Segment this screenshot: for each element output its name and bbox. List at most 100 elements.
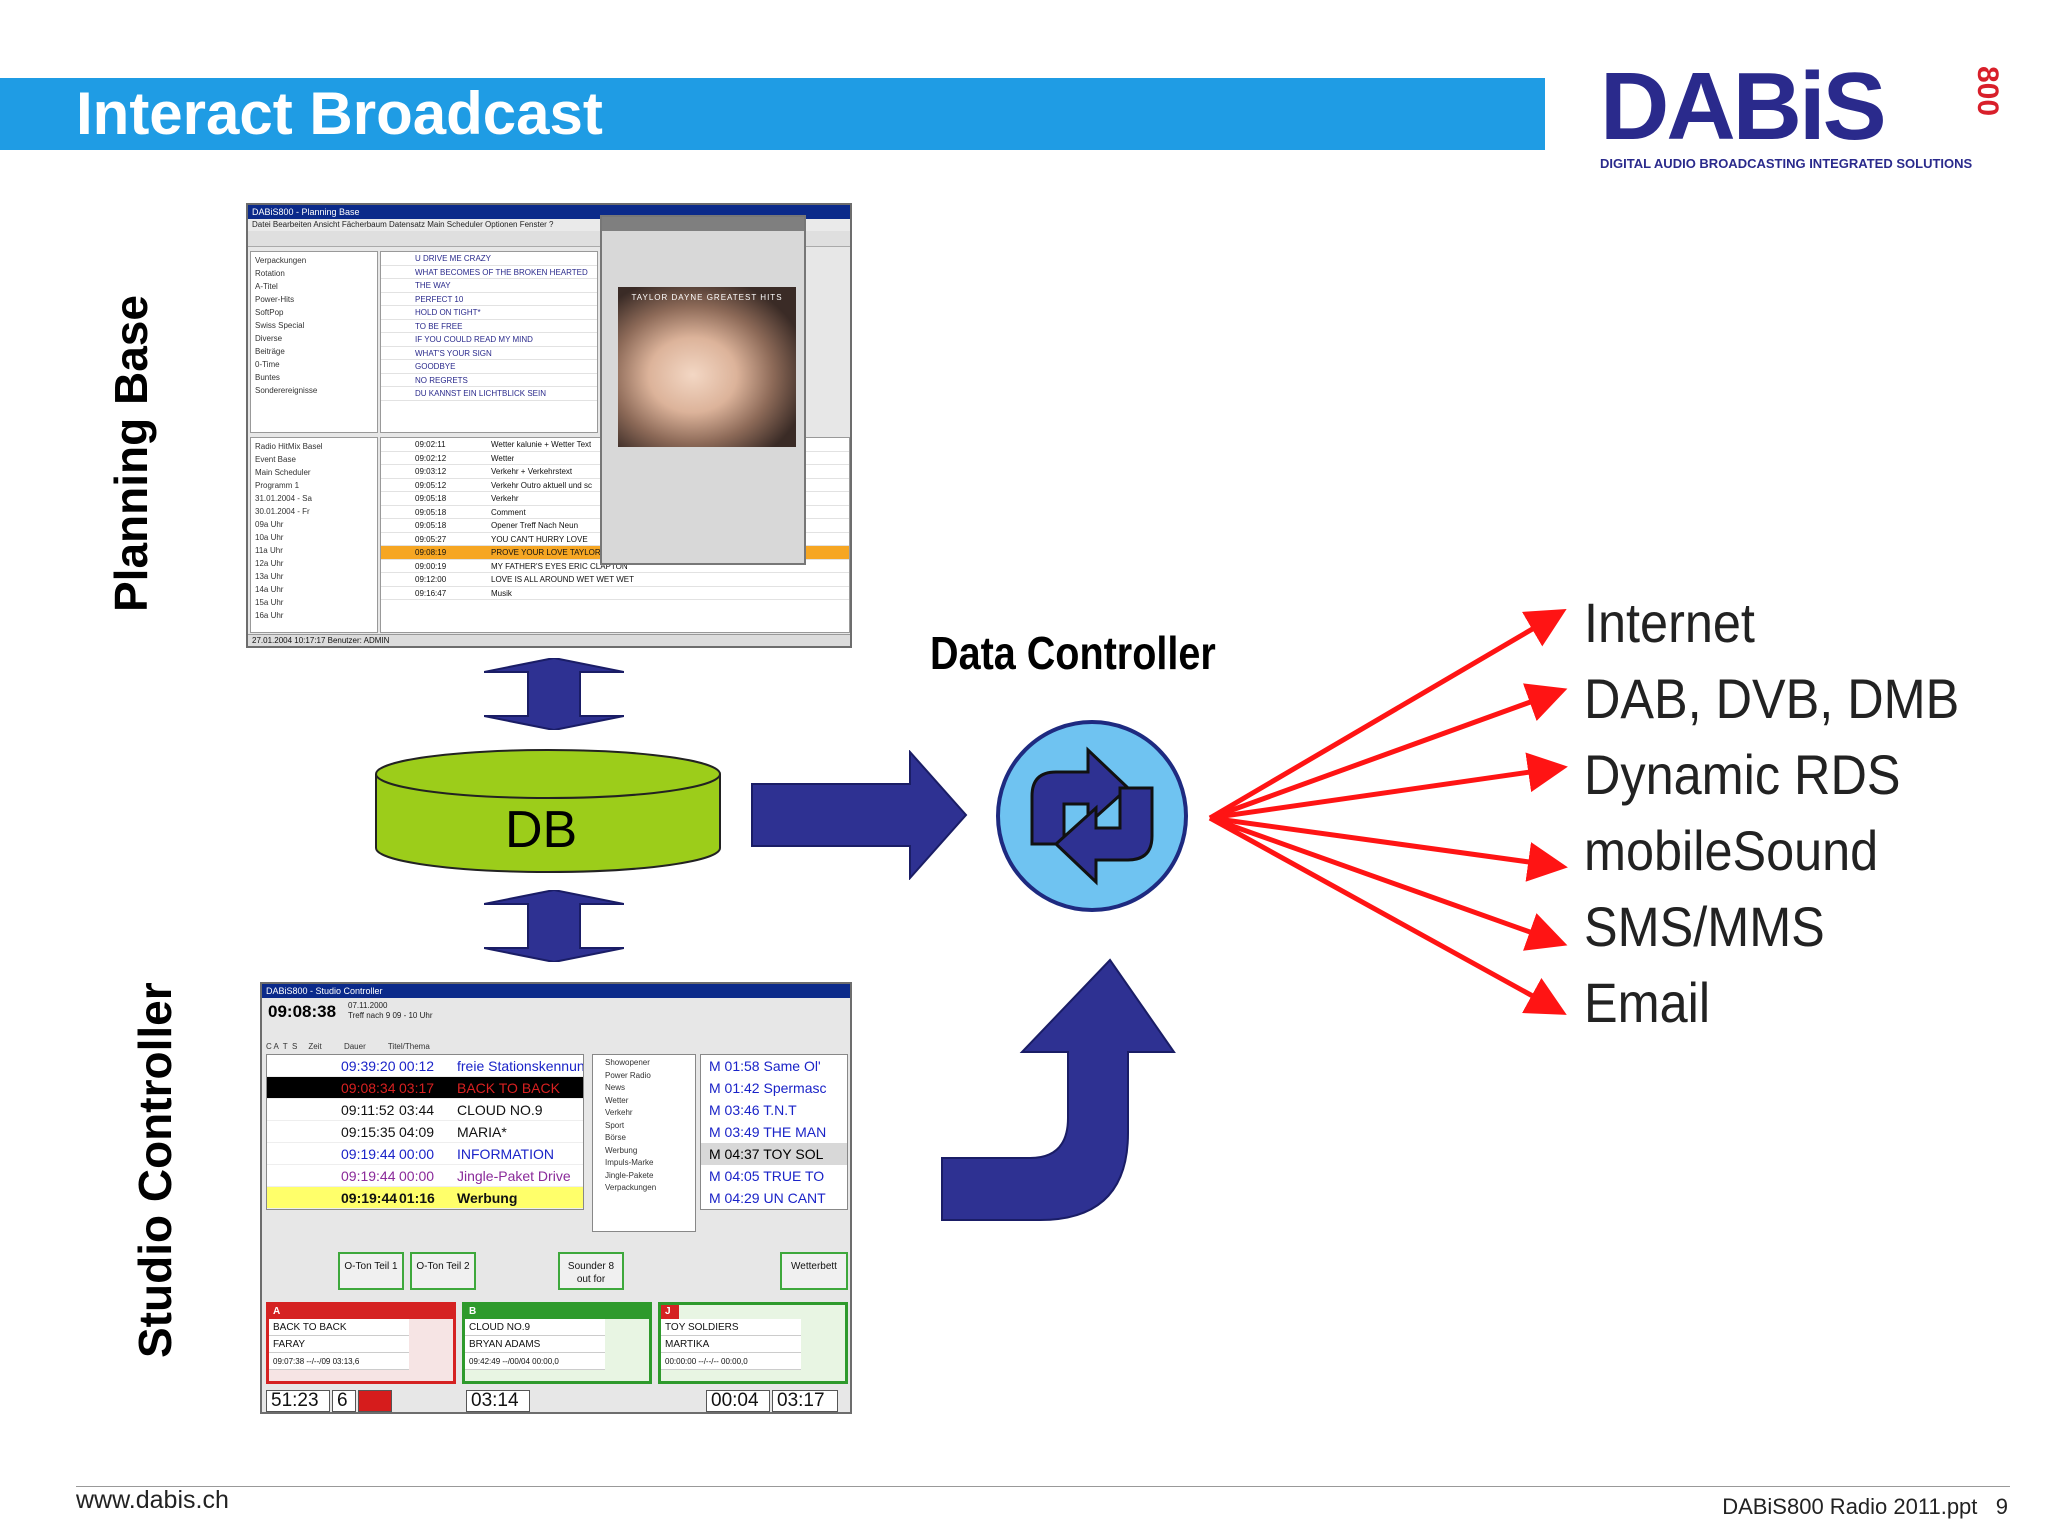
- playlist-time: 09:11:52: [341, 1102, 395, 1118]
- tree-item: 09a Uhr: [255, 520, 284, 529]
- tree-item: Sonderereignisse: [255, 386, 318, 395]
- footer-file-info: DABiS800 Radio 2011.ppt 9: [1722, 1494, 2008, 1520]
- music-row[interactable]: M 03:46 T.N.T: [709, 1102, 797, 1118]
- arrow-sms: [1209, 815, 1568, 951]
- tree-item: Main Scheduler: [255, 468, 311, 477]
- playlist-time: 09:08:34: [341, 1080, 396, 1096]
- studio-music-list: M 01:58 Same Ol' M 01:42 Spermasc M 03:46 …: [700, 1054, 848, 1210]
- logo-number: 800: [1971, 66, 2004, 117]
- studio-date-value: 07.11.2000: [348, 1001, 388, 1010]
- timer-count: 6: [332, 1390, 356, 1412]
- schedule-title: Wetter: [491, 453, 515, 463]
- studio-window-title: DABiS800 - Studio Controller: [262, 984, 850, 998]
- playlist-title: Jingle-Paket Drive: [457, 1168, 571, 1184]
- tree-item: Power-Hits: [255, 295, 295, 304]
- player-a-time: 09:07:38 --/--/09 03:13,6: [269, 1353, 409, 1370]
- studio-subtitle: Treff nach 9 09 - 10 Uhr: [348, 1011, 433, 1020]
- cart-button-oton-1[interactable]: O-Ton Teil 1: [338, 1252, 404, 1290]
- data-controller-label: Data Controller: [930, 627, 1216, 679]
- schedule-title: Musik: [491, 588, 512, 598]
- tree-item: Diverse: [255, 334, 283, 343]
- db-cylinder: [375, 749, 721, 873]
- timer-elapsed: 51:23: [266, 1390, 330, 1412]
- music-row[interactable]: M 01:42 Spermasc: [709, 1080, 827, 1096]
- category-item: Werbung: [605, 1145, 638, 1155]
- title-row: HOLD ON TIGHT*: [381, 306, 597, 320]
- player-b-title: CLOUD NO.9: [465, 1319, 605, 1336]
- title-row: WHAT BECOMES OF THE BROKEN HEARTED: [381, 266, 597, 279]
- schedule-time: 09:03:12: [415, 467, 447, 476]
- studio-date: 07.11.2000 Treff nach 9 09 - 10 Uhr: [348, 1001, 433, 1021]
- playlist-title: BACK TO BACK: [457, 1080, 560, 1096]
- studio-timers: 51:23 6 03:14 00:04 03:17: [266, 1390, 850, 1412]
- logo-word: DABiS: [1600, 53, 1887, 160]
- cart-button-sounder[interactable]: Sounder 8 out for: [558, 1252, 624, 1290]
- playlist-duration: 03:17: [399, 1080, 435, 1096]
- playlist-title: MARIA*: [457, 1124, 507, 1140]
- tree-item: Buntes: [255, 373, 280, 382]
- schedule-title: LOVE IS ALL AROUND WET WET WET: [491, 575, 634, 584]
- music-row[interactable]: M 04:37 TOY SOL: [701, 1143, 847, 1165]
- schedule-title: Comment: [491, 507, 526, 517]
- cart-button-wetterbett[interactable]: Wetterbett: [780, 1252, 848, 1290]
- arrow-internet: [1208, 608, 1567, 821]
- music-row[interactable]: M 03:49 THE MAN: [709, 1124, 827, 1140]
- category-item: Power Radio: [605, 1070, 651, 1080]
- arrow-rds: [1209, 752, 1568, 821]
- music-row[interactable]: M 01:58 Same Ol': [709, 1058, 821, 1074]
- title-row: PERFECT 10: [381, 293, 597, 306]
- title-row: DU KANNST EIN LICHTBLICK SEIN: [381, 387, 597, 401]
- cart-button-oton-2[interactable]: O-Ton Teil 2: [410, 1252, 476, 1290]
- arrow-db-to-controller: [751, 750, 968, 880]
- schedule-time: 09:05:18: [415, 507, 447, 517]
- playlist-title: Werbung: [457, 1190, 518, 1206]
- player-a: A BACK TO BACK FARAY 09:07:38 --/--/09 0…: [266, 1302, 456, 1384]
- footer-url[interactable]: www.dabis.ch: [76, 1486, 229, 1514]
- double-arrow-top: [484, 658, 624, 730]
- schedule-time: 09:05:27: [415, 534, 447, 544]
- tree-item: 31.01.2004 - Sa: [255, 494, 312, 503]
- output-dynamic-rds: Dynamic RDS: [1584, 743, 1901, 806]
- slide-title: Interact Broadcast: [76, 80, 603, 147]
- planning-base-label: Planning Base: [105, 295, 157, 612]
- tree-item: 13a Uhr: [255, 572, 284, 581]
- studio-controller-screenshot: DABiS800 - Studio Controller 09:08:38 07…: [260, 982, 852, 1414]
- music-row[interactable]: M 04:05 TRUE TO: [709, 1168, 825, 1184]
- playlist-duration: 00:00: [399, 1146, 435, 1162]
- player-a-artist: FARAY: [269, 1336, 409, 1353]
- playlist-duration: 00:12: [399, 1058, 435, 1074]
- player-j-tag: J: [661, 1305, 679, 1319]
- tree-item: 10a Uhr: [255, 533, 284, 542]
- output-dab-dvb-dmb: DAB, DVB, DMB: [1584, 667, 1960, 730]
- arrow-email: [1208, 815, 1567, 1015]
- dialog-title: [602, 217, 804, 231]
- schedule-title: MY FATHER'S EYES ERIC CLAPTON: [491, 561, 628, 571]
- double-arrow-bottom: [484, 890, 624, 962]
- album-cover-photo: TAYLOR DAYNE GREATEST HITS: [618, 287, 796, 447]
- player-b-artist: BRYAN ADAMS: [465, 1336, 605, 1353]
- red-output-arrows: [1208, 608, 1568, 1015]
- category-item: News: [605, 1083, 626, 1092]
- title-row: GOODBYE: [381, 360, 597, 374]
- tree-item: Verpackungen: [255, 256, 307, 265]
- playlist-title: freie Stationskennung: [457, 1058, 583, 1074]
- playlist-title: INFORMATION: [457, 1146, 554, 1162]
- arrow-studio-to-controller: [941, 958, 1176, 1221]
- title-bar: Interact Broadcast: [0, 78, 1545, 150]
- player-j: J TOY SOLDIERS MARTIKA 00:00:00 --/--/--…: [658, 1302, 848, 1384]
- schedule-time: 09:12:00: [415, 575, 447, 584]
- music-row[interactable]: M 04:29 UN CANT: [709, 1190, 826, 1206]
- tree-item: Rotation: [255, 269, 285, 278]
